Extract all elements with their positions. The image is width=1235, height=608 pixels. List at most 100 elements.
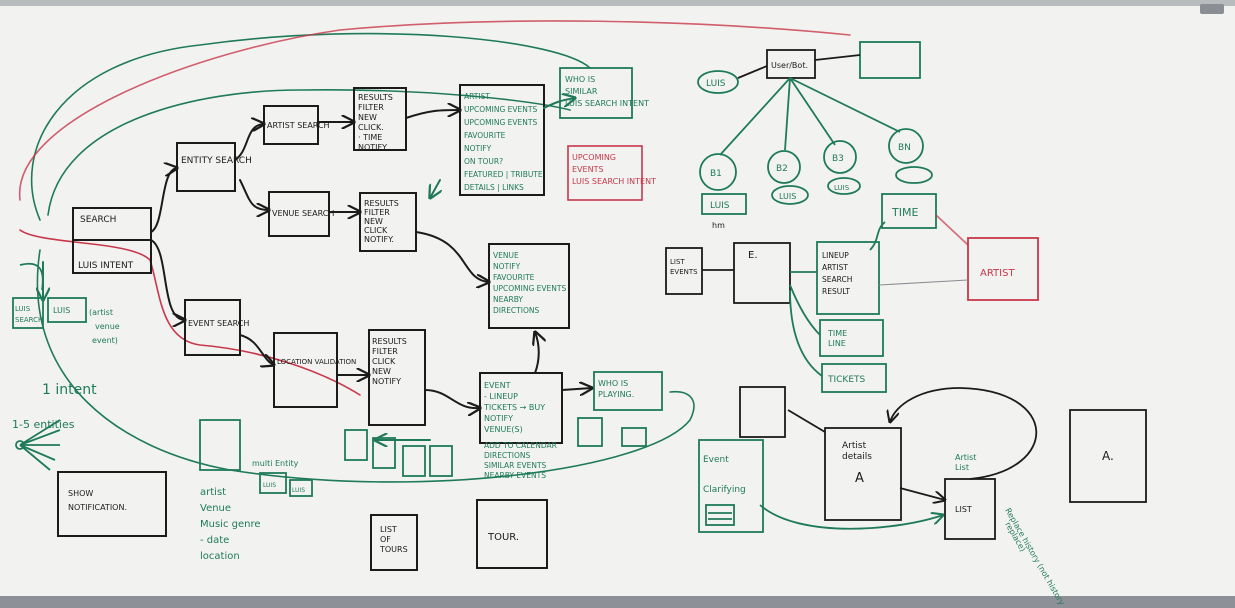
show-notification-box [57,471,167,537]
results-event-line: NEW [372,367,391,376]
luis-search-box [12,297,44,329]
venue-detail-line: UPCOMING EVENTS [493,284,566,293]
artist-red-label: ARTIST [980,268,1015,279]
results-venue-line: FILTER [364,208,390,217]
artist-detail-line: DETAILS | LINKS [464,183,524,192]
venue-detail-line: VENUE [493,251,519,260]
results-artist-line: RESULTS [358,93,393,102]
bot-node-1 [699,153,737,191]
luis-small-2: LUIS [292,487,305,494]
board-clip [1200,4,1224,14]
event-extras-line: ADD TO CALENDAR [484,441,557,450]
red-box-group [567,145,643,201]
results-artist-line: NOTIFY [358,143,387,152]
artist-card [824,427,902,521]
event-extras-line: SIMILAR EVENTS [484,461,547,470]
bot-diagram [665,41,1147,540]
entity-list-line: Music genre [200,519,261,530]
luis-small-1: LUIS [263,482,276,489]
event-detail-line: VENUE(S) [484,425,523,434]
results-event-line: FILTER [372,347,398,356]
results-event-line: NOTIFY [372,377,401,386]
luis-ellipse-3 [827,177,861,195]
luis-search-note-1: LUIS [15,305,31,313]
search-flow [19,20,851,571]
blank-card [739,386,786,438]
results-venue-line: CLICK [364,226,388,235]
list-events-1: LIST [670,258,685,266]
e-label: E. [748,250,758,261]
results-artist-line: · TIME [358,133,382,142]
green-loop-bottom [36,249,695,483]
one-intent-note: 1 intent [42,382,97,398]
bot-node-3 [823,140,857,174]
lineup-text-line: RESULT [822,287,850,296]
location-validation-box [273,332,338,408]
luis-intent-label: LUIS INTENT [78,261,134,271]
entity-search-label: ENTITY SEARCH [181,156,252,166]
search-label: SEARCH [80,215,116,225]
lineup-text-line: ARTIST [822,263,848,272]
luis-bottom-1: LUIS [710,201,730,211]
results-venue-line: RESULTS [364,199,399,208]
entity-note-3: event) [92,336,118,345]
artist-red-box [967,237,1039,301]
artist-card-text-line: details [842,452,872,462]
green-loop-top [30,32,591,221]
show-notif-line: SHOW [68,489,93,498]
list-of-tours-box [370,514,418,571]
luis-search-note-2: SEARCH [15,316,43,324]
entity-list-line: location [200,551,240,562]
venue-search-label: VENUE SEARCH [272,209,334,218]
upcoming-line: EVENTS [572,165,604,174]
event-card-text-line: Clarifying [703,485,746,495]
upcoming-line: UPCOMING [572,153,616,162]
artist-list-text-line: List [955,463,969,472]
red-line-search [19,229,361,396]
luis-ellipse-4 [895,166,933,184]
bot-node-2 [767,150,801,184]
board-frame-bottom [0,596,1235,608]
time-lineup-box [819,319,884,357]
tour-label: TOUR. [487,532,519,543]
location-validation-label: LOCATION VALIDATION [277,358,356,366]
artist-detail-line: UPCOMING EVENTS [464,105,537,114]
green-loop-mid [47,88,571,216]
entity-list-line: Venue [200,503,231,514]
multi-entity-note: multi Entity [252,459,299,468]
venue-detail-line: NEARBY [493,295,523,304]
lineup-box [816,241,880,315]
a-label: A [855,471,864,486]
legend-box [859,41,921,79]
artist-detail-line: UPCOMING EVENTS [464,118,537,127]
multi-entity-box [199,419,241,471]
venue-detail-line: FAVOURITE [493,273,535,282]
tours-line: LIST [380,525,397,534]
list-events-2: EVENTS [670,268,698,276]
who-similar-line: WHO IS [565,75,595,84]
lineup-text-line: SEARCH [822,275,852,284]
results-venue-line: NOTIFY. [364,235,394,244]
tickets-box [821,363,887,393]
artist-detail-line: NOTIFY [464,144,492,153]
hm-label: hm [712,221,725,230]
bot-label-n: BN [898,143,911,153]
entity-note-1: (artist [89,308,113,317]
results-event-line: CLICK [372,357,396,366]
tour-box [476,499,548,569]
artist-detail-line: ON TOUR? [464,157,503,166]
time-line-text-line: LINE [828,339,846,348]
luis-bottom-2: LUIS [779,192,796,201]
